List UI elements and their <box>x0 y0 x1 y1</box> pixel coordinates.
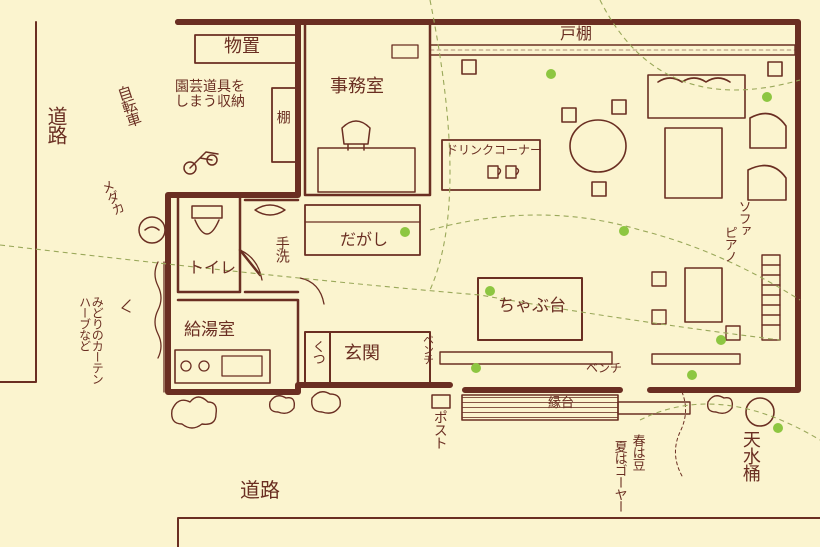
kitchen-counter <box>174 349 271 384</box>
top-shelf-label: 戸棚 <box>560 24 593 43</box>
spring-label: 春は豆 <box>629 434 645 470</box>
rain-barrel-label: 天水桶 <box>739 430 761 481</box>
road-left-edge <box>0 21 37 383</box>
drink-corner-counter <box>441 139 541 191</box>
medaka-pot-icon <box>138 216 166 244</box>
drink-corner-label: ドリンクコーナー <box>446 143 543 157</box>
toilet-label: トイレ <box>188 258 237 277</box>
summer-label: 夏はゴーヤー <box>611 440 627 512</box>
entrance-wall <box>304 331 431 386</box>
green-dots <box>400 69 783 433</box>
green-curtain <box>154 261 165 393</box>
office-chair-icon <box>341 120 371 151</box>
office-label: 事務室 <box>330 76 384 97</box>
shelf-label: 棚 <box>274 110 291 123</box>
chabudai-table <box>477 277 583 341</box>
bench-right <box>651 353 741 365</box>
road-left-label: 道路 <box>44 106 68 144</box>
bench-right-label: ベンチ <box>586 361 623 375</box>
vine-string <box>675 391 686 477</box>
shelf-box <box>271 87 299 163</box>
engawa-label: 縁台 <box>548 396 575 411</box>
wet-core-wall <box>176 198 300 387</box>
road-bottom-label: 道路 <box>240 478 280 502</box>
round-table-icon <box>461 59 627 197</box>
armchair-icon <box>747 61 787 201</box>
road-bottom-edge <box>177 517 820 547</box>
handwash-door-arc <box>239 249 325 305</box>
handwash-label: 手洗 <box>273 236 290 262</box>
entrance-label: 玄関 <box>344 343 380 364</box>
dashed-route-c <box>599 0 801 91</box>
coffee-table <box>664 127 723 199</box>
planter <box>617 401 691 415</box>
office-desk <box>317 147 416 193</box>
side-table <box>684 267 723 323</box>
piano-label: ピアノ <box>721 226 737 262</box>
outer-wall <box>165 19 801 395</box>
chabudai-label: ちゃぶ台 <box>498 296 566 316</box>
post-label: ポスト <box>431 410 448 449</box>
piano-icon <box>761 254 781 341</box>
bicycle-icon <box>183 151 219 175</box>
top-shelf <box>429 44 796 56</box>
sofa-label: ソファ <box>735 200 751 236</box>
dashed-route-b <box>429 214 801 301</box>
bench-left <box>439 351 613 365</box>
pointer-arrow <box>121 299 131 313</box>
garden-tools-label: 園芸道具を しまう収納 <box>175 79 245 110</box>
dashed-route-a <box>429 0 451 291</box>
rain-barrel-icon <box>745 397 775 427</box>
office-window <box>391 44 419 59</box>
dagashi-counter <box>304 204 421 256</box>
sink-icon <box>254 204 286 216</box>
dashed-route-d <box>0 244 781 341</box>
storage-box <box>194 34 301 64</box>
kitchenette-label: 給湯室 <box>184 320 235 340</box>
shrub-icon <box>171 391 734 429</box>
storage-label: 物置 <box>224 36 260 57</box>
sofa-icon <box>647 74 746 119</box>
shoes-label: くつ <box>309 340 325 364</box>
cup-icon <box>487 165 520 179</box>
green-curtain-label: みどりのカーテン ハーブなど <box>77 296 105 384</box>
bench-left-label: ベンチ <box>421 334 435 364</box>
dashed-route-e <box>639 403 820 441</box>
office-wall <box>303 23 432 197</box>
toilet-wall <box>176 194 242 294</box>
toilet-icon <box>191 205 223 235</box>
post-box <box>431 394 451 409</box>
stove-icon <box>180 355 263 377</box>
dagashi-label: だがし <box>340 230 389 249</box>
